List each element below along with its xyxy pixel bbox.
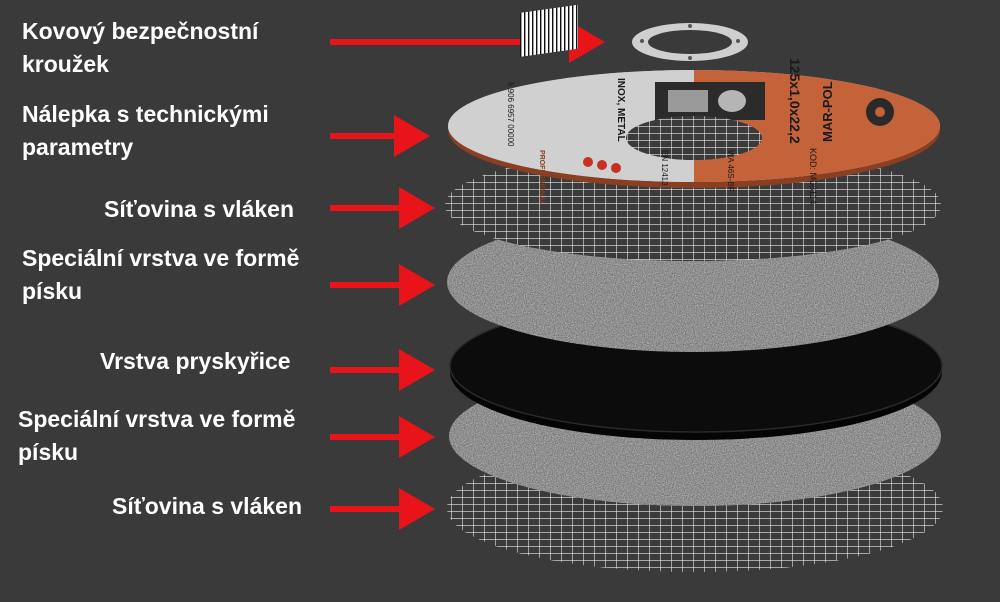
warning-pictogram [611,163,621,173]
label-sand-layer-top: Speciální vrstva ve formě písku [22,245,300,304]
label-metal-ring: Kovový bezpečnostní kroužek [22,18,259,77]
sticker-center-hole [626,116,762,160]
warning-pictogram [583,157,593,167]
sticker-professional: PROFESSIONAL [538,150,545,206]
label-fiber-mesh-bottom: Síťovina s vláken [112,493,302,519]
label-sand-layer-bottom: Speciální vrstva ve formě písku [18,406,296,465]
sticker-brand: MAR-POL [820,81,835,142]
barcode [520,4,578,57]
sticker-disc: MAR-POL 125x1,0x22,2 INOX, METAL KOD: M0… [448,4,940,206]
metal-safety-ring [632,23,748,61]
sticker-wa: WA 46S-BF [726,150,735,192]
sticker-barcode-number: 5 906 6957 00000 [506,82,515,147]
label-resin-layer: Vrstva pryskyřice [100,348,291,374]
sticker-material: INOX, METAL [615,78,626,142]
label-sticker: Nálepka s technickými parametry [22,101,269,160]
sticker-standard: EN 12413 [660,150,669,186]
label-fiber-mesh-top: Síťovina s vláken [104,196,294,222]
sticker-code: KOD: M08114 [808,148,818,204]
warning-pictogram [597,160,607,170]
sticker-size: 125x1,0x22,2 [787,58,803,144]
